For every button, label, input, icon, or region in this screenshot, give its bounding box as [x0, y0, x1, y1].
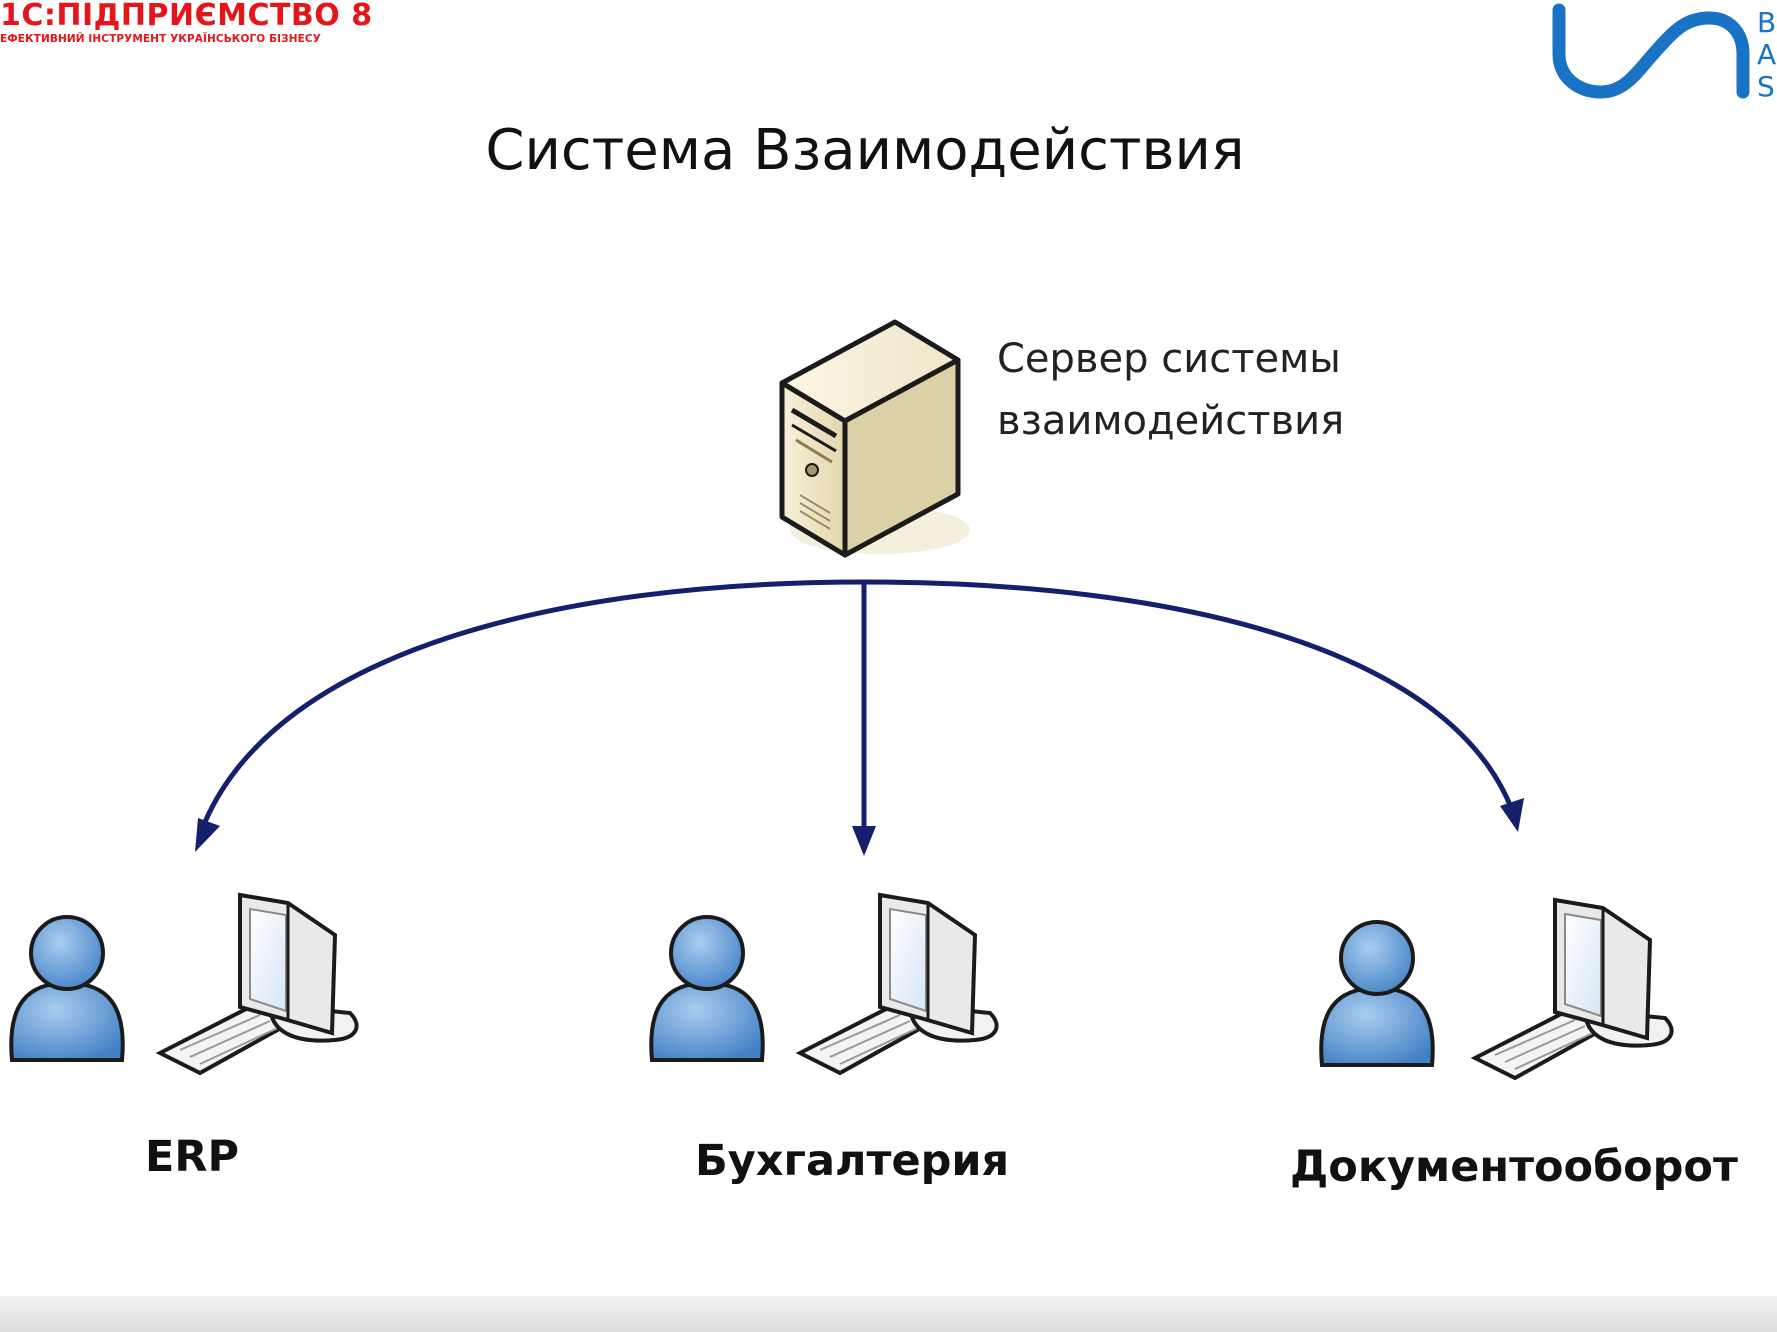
workstation-icon [1473, 898, 1674, 1080]
logo-1c-title: 1С:ПІДПРИЄМСТВО 8 [0, 0, 373, 33]
logo-1c: 1С:ПІДПРИЄМСТВО 8 ЕФЕКТИВНИЙ ІНСТРУМЕНТ … [0, 0, 400, 46]
server-label-line1: Сервер системы [997, 336, 1341, 382]
workstation-icon [158, 893, 359, 1075]
arrowhead-erp-icon [195, 818, 220, 852]
node-accounting [649, 893, 999, 1075]
bas-letter-a: A [1757, 38, 1776, 71]
bas-logo-mark-icon [1552, 3, 1750, 99]
server-label-line2: взаимодействия [997, 398, 1345, 444]
node-docflow [1319, 898, 1674, 1080]
arrow-to-erp [202, 579, 865, 824]
node-label-erp: ERP [145, 1132, 239, 1182]
user-icon [649, 915, 765, 1062]
bas-letter-s: S [1757, 70, 1775, 102]
user-icon [9, 915, 125, 1062]
node-label-accounting: Бухгалтерия [695, 1136, 1010, 1186]
server-label: Сервер системы взаимодействия [997, 328, 1344, 452]
arrowhead-docflow-icon [1500, 798, 1524, 832]
page-title: Система Взаимодействия [485, 118, 1245, 183]
user-icon [1319, 920, 1435, 1067]
node-erp [9, 893, 359, 1075]
connection-arrows [195, 579, 1524, 856]
bottom-bar [0, 1296, 1777, 1332]
logo-1c-tagline: ЕФЕКТИВНИЙ ІНСТРУМЕНТ УКРАЇНСЬКОГО БІЗНЕ… [0, 33, 321, 45]
logo-bas: B A S [1552, 3, 1776, 102]
node-label-docflow: Документооборот [1290, 1142, 1738, 1192]
bas-letter-b: B [1757, 6, 1776, 39]
arrowhead-accounting-icon [852, 826, 876, 856]
server-tower-icon [779, 319, 970, 558]
workstation-icon [798, 893, 999, 1075]
arrow-to-docflow [863, 579, 1515, 811]
